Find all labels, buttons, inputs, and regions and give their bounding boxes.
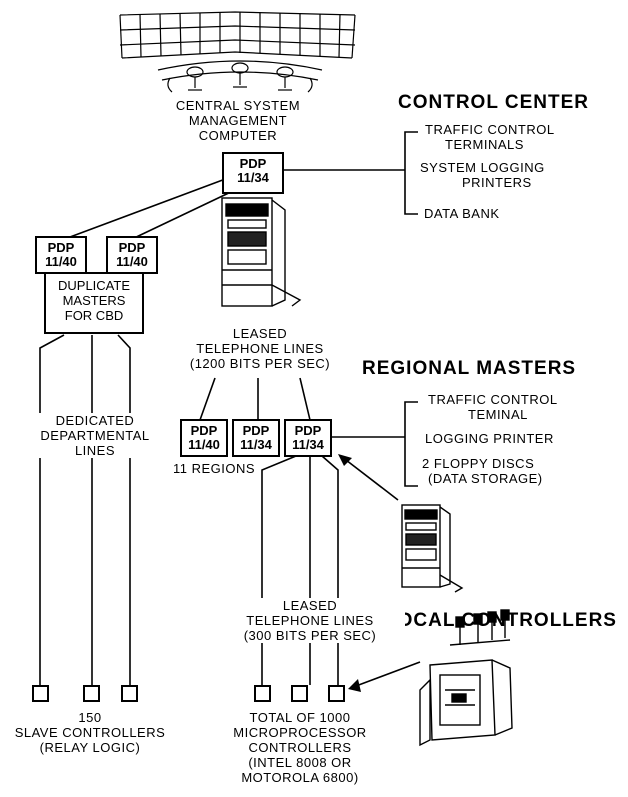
local-line-3 <box>322 456 338 600</box>
arrowhead-regional <box>338 454 352 466</box>
controller-cabinet-icon <box>420 660 512 745</box>
slave-controller-1 <box>32 685 49 702</box>
local-controller-1 <box>254 685 271 702</box>
central-computer-label: CENTRAL SYSTEM MANAGEMENT COMPUTER <box>168 98 308 143</box>
regional-masters-heading: REGIONAL MASTERS <box>362 358 576 380</box>
leased-lines-1200-label: LEASED TELEPHONE LINES (1200 BITS PER SE… <box>165 326 355 371</box>
link-cc-to-cbd-b <box>130 190 235 240</box>
slave-controller-3 <box>121 685 138 702</box>
arrow-field-to-local <box>356 662 420 686</box>
dedicated-lines-label: DEDICATED DEPARTMENTAL LINES <box>25 413 165 458</box>
pdp-1134-central: PDP 11/34 <box>222 152 284 194</box>
output-data-bank: DATA BANK <box>424 206 544 221</box>
local-line-1 <box>262 456 296 600</box>
slave-controllers-label: 150 SLAVE CONTROLLERS (RELAY LOGIC) <box>5 710 175 755</box>
arrow-cabinet-to-regional <box>346 460 398 500</box>
local-controllers-heading: LOCAL CONTROLLERS <box>385 610 617 632</box>
local-controller-2 <box>291 685 308 702</box>
leased-line-3 <box>300 378 310 420</box>
output-logging-printer: LOGGING PRINTER <box>425 431 605 446</box>
link-cc-to-cbd-a <box>62 178 228 240</box>
local-controller-3 <box>328 685 345 702</box>
dedicated-line-1 <box>40 335 64 685</box>
local-controllers-label: TOTAL OF 1000 MICROPROCESSOR CONTROLLERS… <box>225 710 375 785</box>
cabinet-icon-regional <box>402 505 462 592</box>
arrowhead-local <box>348 679 361 692</box>
slave-controller-2 <box>83 685 100 702</box>
leased-line-1 <box>200 378 215 420</box>
dedicated-line-3 <box>118 335 130 685</box>
bracket-cc-outputs <box>405 132 418 214</box>
bracket-regional-outputs <box>405 402 418 486</box>
regions-count-label: 11 REGIONS <box>173 461 273 476</box>
leased-lines-300-label: LEASED TELEPHONE LINES (300 BITS PER SEC… <box>215 598 405 643</box>
cabinet-icon <box>222 198 300 306</box>
control-center-heading: CONTROL CENTER <box>398 92 589 114</box>
output-floppy-discs: 2 FLOPPY DISCS(DATA STORAGE) <box>422 456 602 486</box>
control-room-icon <box>120 12 355 92</box>
